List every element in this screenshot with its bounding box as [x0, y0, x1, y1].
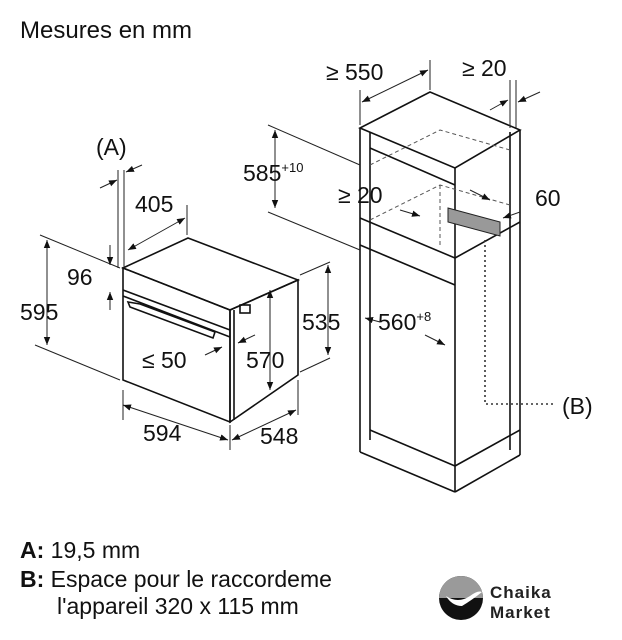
- dim-cabinet-depth: ≥ 550: [326, 59, 383, 85]
- vent-opening: [447, 207, 501, 237]
- marker-b: (B): [562, 393, 593, 419]
- dim-niche-width: 560+8: [378, 309, 431, 335]
- dim-back-gap: ≥ 20: [462, 55, 507, 81]
- dim-panel-height: 96: [67, 264, 93, 290]
- dim-shelf-gap: ≥ 20: [338, 182, 383, 208]
- oven-handle: [126, 300, 217, 340]
- dim-oven-depth-top: 405: [135, 191, 173, 217]
- dimension-lines: [34, 60, 541, 450]
- dim-side-height: 535: [302, 309, 340, 335]
- chaika-logo-icon: [439, 576, 483, 620]
- dim-body-height: 570: [246, 347, 284, 373]
- legend-b: B: Espace pour le raccordeme: [20, 566, 332, 592]
- connection-space-leader: [484, 240, 555, 405]
- dim-oven-depth: 548: [260, 423, 298, 449]
- dim-vent: 60: [535, 185, 561, 211]
- dim-oven-height: 595: [20, 299, 58, 325]
- logo-text-line1: Chaika: [490, 583, 552, 602]
- legend-b-line2: l'appareil 320 x 115 mm: [57, 593, 299, 619]
- page-title: Mesures en mm: [20, 17, 193, 44]
- oven-drawing: [120, 237, 301, 424]
- dim-handle-depth: ≤ 50: [142, 347, 187, 373]
- dim-oven-width: 594: [143, 420, 182, 446]
- legend-a: A: 19,5 mm: [20, 537, 141, 563]
- dim-niche-height: 585+10: [243, 160, 303, 186]
- cabinet-drawing: [358, 91, 555, 493]
- marker-a: (A): [96, 134, 127, 160]
- logo-text-line2: Market: [490, 603, 551, 622]
